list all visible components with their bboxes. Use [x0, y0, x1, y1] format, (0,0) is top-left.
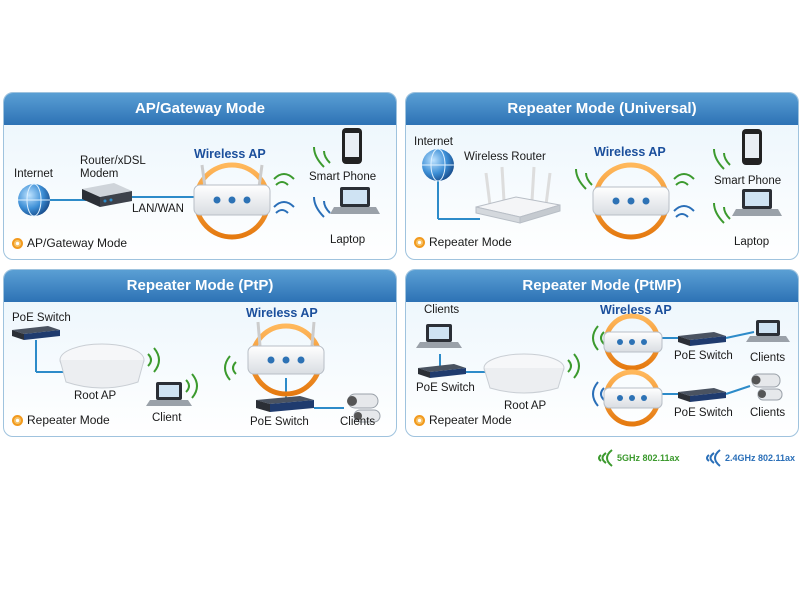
laptop-label: Laptop	[734, 236, 770, 248]
internet-globe-icon	[18, 183, 50, 217]
laptop-label: Laptop	[330, 234, 366, 246]
wireless-ap-label: Wireless AP	[246, 306, 318, 320]
poe-switch-icon	[256, 396, 314, 412]
root-ap-label: Root AP	[74, 390, 117, 402]
clients-label: Clients	[340, 416, 376, 428]
clients-top-label: Clients	[750, 352, 786, 364]
internet-label: Internet	[14, 168, 53, 180]
wireless-signal-arcs	[575, 148, 731, 224]
root-ap-icon	[59, 343, 145, 389]
wireless-ap-device-icon	[193, 162, 271, 240]
root-ap-label: Root AP	[504, 400, 547, 412]
lan-wan-label: LAN/WAN	[132, 203, 184, 215]
smart-phone-label: Smart Phone	[714, 175, 782, 187]
wireless-ap-device-icon	[592, 162, 670, 240]
wireless-signal-arcs	[273, 146, 331, 218]
diagram-canvas	[416, 313, 790, 427]
panel-repeater-ptp: Repeater Mode (PtP)	[3, 269, 397, 437]
panel-title: Repeater Mode (PtP)	[4, 270, 396, 302]
router-modem-label: Router/xDSL Modem	[80, 155, 146, 180]
clients-bottom-label: Clients	[750, 407, 786, 419]
wireless-ap-label: Wireless AP	[594, 145, 666, 159]
clients-left-label: Clients	[424, 304, 460, 316]
smart-phone-icon	[342, 128, 362, 164]
laptop-icon	[330, 187, 380, 214]
wireless-ap-label: Wireless AP	[194, 147, 266, 161]
client-label: Client	[152, 412, 182, 424]
panel-title: Repeater Mode (PtMP)	[406, 270, 798, 302]
mode-legend: Repeater Mode	[12, 413, 110, 427]
poe-switch-icon	[418, 364, 466, 378]
wireless-ap-label: Wireless AP	[600, 303, 672, 317]
mode-legend-label: Repeater Mode	[27, 413, 110, 427]
signal-24ghz-icon	[706, 449, 721, 467]
mode-legend-label: Repeater Mode	[429, 235, 512, 249]
band-legend-5ghz: 5GHz 802.11ax	[592, 446, 680, 470]
panel-title: Repeater Mode (Universal)	[406, 93, 798, 125]
band-legend-5ghz-label: 5GHz 802.11ax	[617, 453, 680, 463]
poe-switch-bottom-label: PoE Switch	[674, 407, 733, 419]
poe-switch-icon	[678, 388, 726, 402]
mode-legend-label: Repeater Mode	[429, 413, 512, 427]
panel-title: AP/Gateway Mode	[4, 93, 396, 125]
band-legend-24ghz-label: 2.4GHz 802.11ax	[725, 453, 796, 463]
mode-legend: Repeater Mode	[414, 235, 512, 249]
poe-switch-icon	[678, 332, 726, 346]
wireless-ap-device-icon	[247, 321, 325, 397]
panel-repeater-universal: Repeater Mode (Universal)	[405, 92, 799, 260]
signal-5ghz-icon	[598, 449, 613, 467]
poe-switch-left-label: PoE Switch	[416, 382, 475, 394]
panel-ap-gateway-mode: AP/Gateway Mode	[3, 92, 397, 260]
diagram-canvas	[12, 321, 381, 423]
laptop-icon	[732, 189, 782, 216]
wireless-router-label: Wireless Router	[464, 151, 546, 163]
wireless-router-icon	[475, 166, 561, 224]
mode-ring-icon	[12, 237, 23, 249]
laptop-icon	[746, 320, 790, 342]
ip-camera-icon	[347, 393, 381, 423]
mode-ring-icon	[414, 414, 425, 426]
wireless-signal-arcs	[147, 347, 237, 399]
poe-switch-left-label: PoE Switch	[12, 312, 71, 324]
smart-phone-icon	[742, 129, 762, 165]
laptop-icon	[416, 324, 462, 348]
root-ap-icon	[483, 353, 565, 394]
wireless-ap-device-icon	[603, 313, 663, 371]
band-legend-24ghz: 2.4GHz 802.11ax	[700, 446, 795, 470]
diagram-canvas	[18, 128, 380, 240]
mode-legend: AP/Gateway Mode	[12, 236, 127, 250]
wireless-ap-device-icon	[603, 369, 663, 427]
internet-label: Internet	[414, 136, 453, 148]
ip-camera-icon	[751, 373, 783, 401]
laptop-icon	[146, 382, 192, 406]
poe-switch-icon	[12, 326, 60, 340]
internet-cable	[437, 175, 480, 220]
internet-globe-icon	[422, 148, 454, 182]
wireless-signal-arcs	[567, 325, 605, 407]
poe-switch-top-label: PoE Switch	[674, 350, 733, 362]
diagram-canvas	[422, 129, 782, 240]
poe-switch-right-label: PoE Switch	[250, 416, 309, 428]
smart-phone-label: Smart Phone	[309, 171, 377, 183]
mode-ring-icon	[414, 236, 425, 248]
panel-repeater-ptmp: Repeater Mode (PtMP)	[405, 269, 799, 437]
mode-legend: Repeater Mode	[414, 413, 512, 427]
modem-router-icon	[82, 183, 132, 207]
mode-ring-icon	[12, 414, 23, 426]
mode-legend-label: AP/Gateway Mode	[27, 236, 128, 250]
